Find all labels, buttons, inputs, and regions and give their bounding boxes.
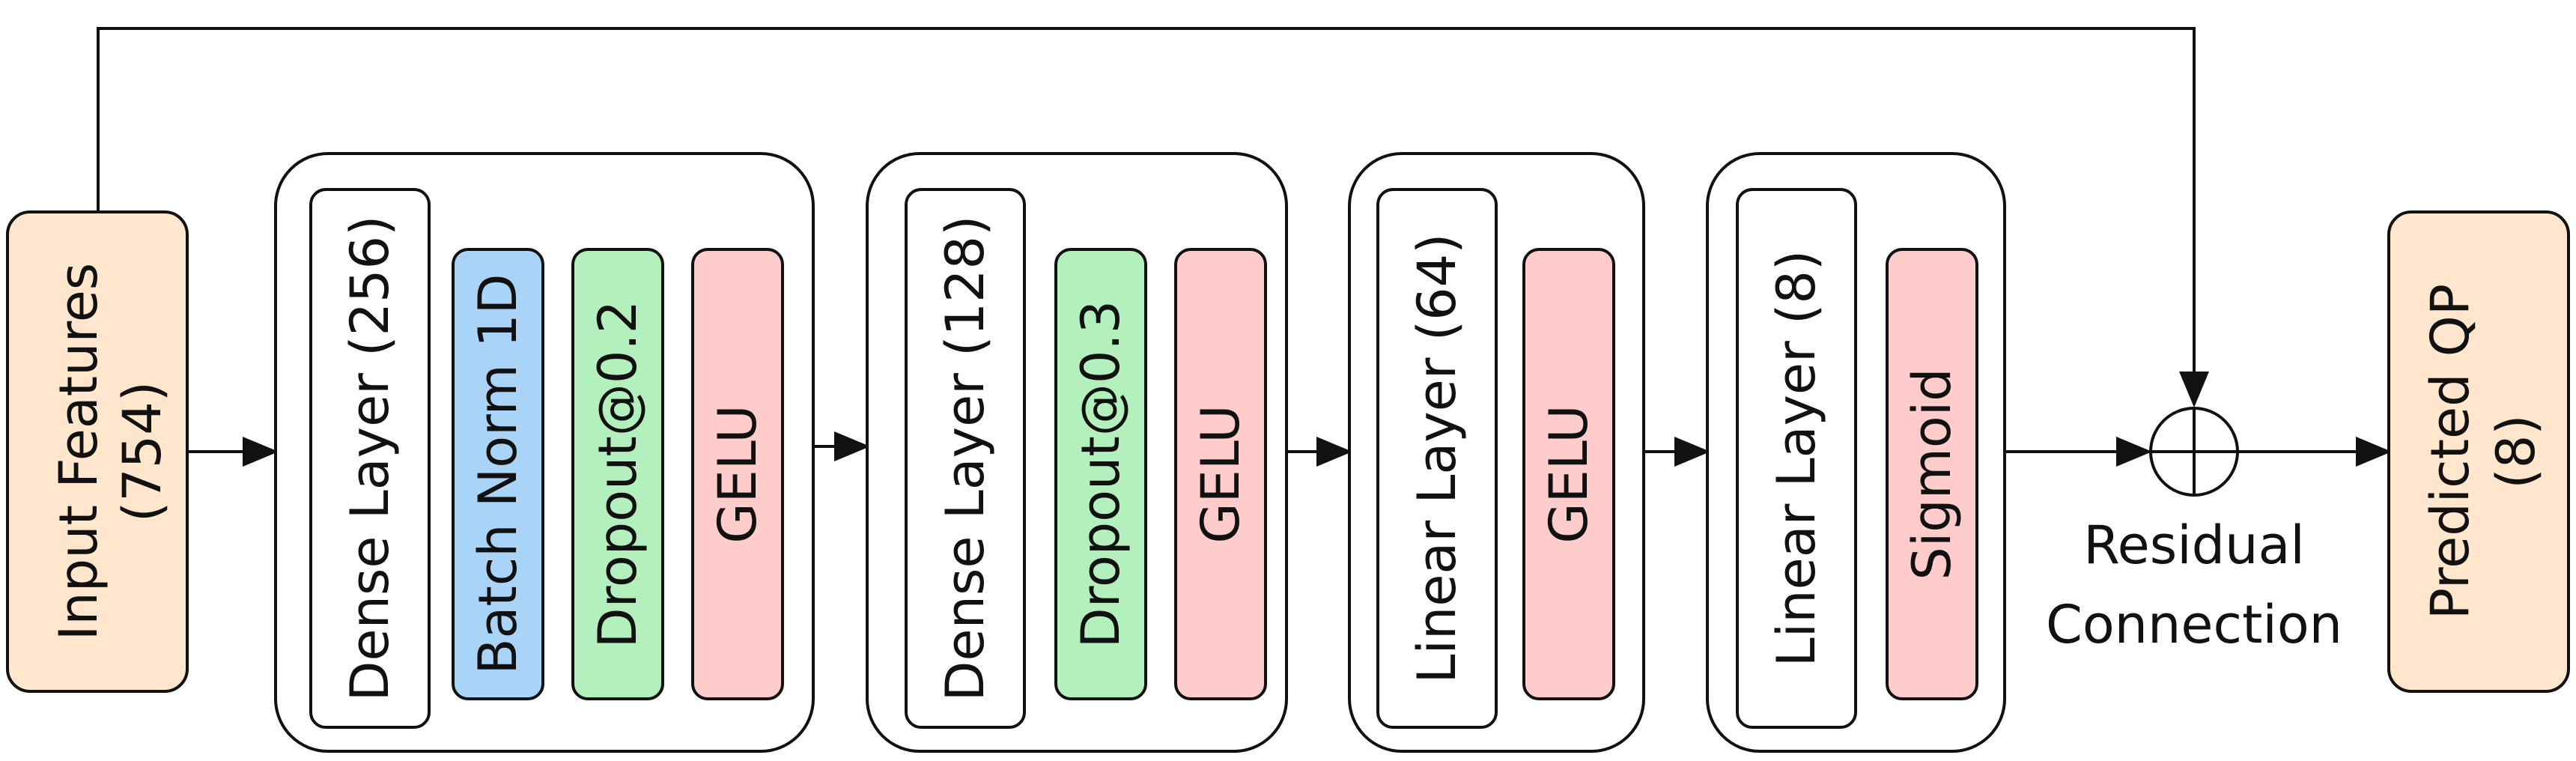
input-node: Input Features (754) (6, 210, 189, 693)
block-3-layer-box (1376, 188, 1498, 729)
block-1-layer-label: Dense Layer (256) (339, 216, 401, 702)
block-1: Dense Layer (256) Batch Norm 1D Dropout@… (274, 152, 815, 753)
block-3-op-1-label: GELU (1538, 404, 1600, 543)
block-1-op-2-box (571, 248, 664, 700)
block-2-op-1-label: Dropout@0.3 (1070, 300, 1131, 648)
block-2: Dense Layer (128) Dropout@0.3 GELU (866, 152, 1288, 753)
block-1-op-1-label: Batch Norm 1D (467, 273, 529, 674)
output-node: Predicted QP (8) (2387, 210, 2570, 693)
block-4-op-1-label: Sigmoid (1901, 368, 1963, 580)
output-label-line1: Predicted QP (2419, 284, 2481, 619)
block-2-layer-label: Dense Layer (128) (935, 216, 996, 702)
block-1-op-1-box (452, 248, 544, 700)
input-label-line1: Input Features (48, 263, 109, 641)
block-4: Linear Layer (8) Sigmoid (1706, 152, 2006, 753)
block-4-op-1-box (1886, 248, 1978, 700)
block-2-op-2-box (1174, 248, 1267, 700)
block-3-layer-label: Linear Layer (64) (1406, 234, 1468, 684)
output-label-line2: (8) (2485, 414, 2547, 488)
block-3-op-1-box (1522, 248, 1615, 700)
block-1-op-3-box (691, 248, 784, 700)
input-label-line2: (754) (112, 381, 173, 522)
residual-sum-node (2149, 407, 2239, 497)
block-3: Linear Layer (64) GELU (1348, 152, 1645, 753)
residual-skip-line (97, 27, 2209, 407)
residual-label-line1: Residual (2083, 515, 2305, 576)
block-2-layer-box (905, 188, 1026, 729)
block-2-op-2-label: GELU (1190, 404, 1251, 543)
output-box (2387, 210, 2570, 693)
block-1-op-3-label: GELU (707, 404, 768, 543)
block-1-layer-box (309, 188, 431, 729)
block-2-op-1-box (1054, 248, 1147, 700)
residual-label-line2: Connection (2046, 594, 2342, 655)
block-4-layer-box (1736, 188, 1857, 729)
block-4-layer-label: Linear Layer (8) (1766, 250, 1827, 667)
block-1-op-2-label: Dropout@0.2 (587, 300, 648, 648)
